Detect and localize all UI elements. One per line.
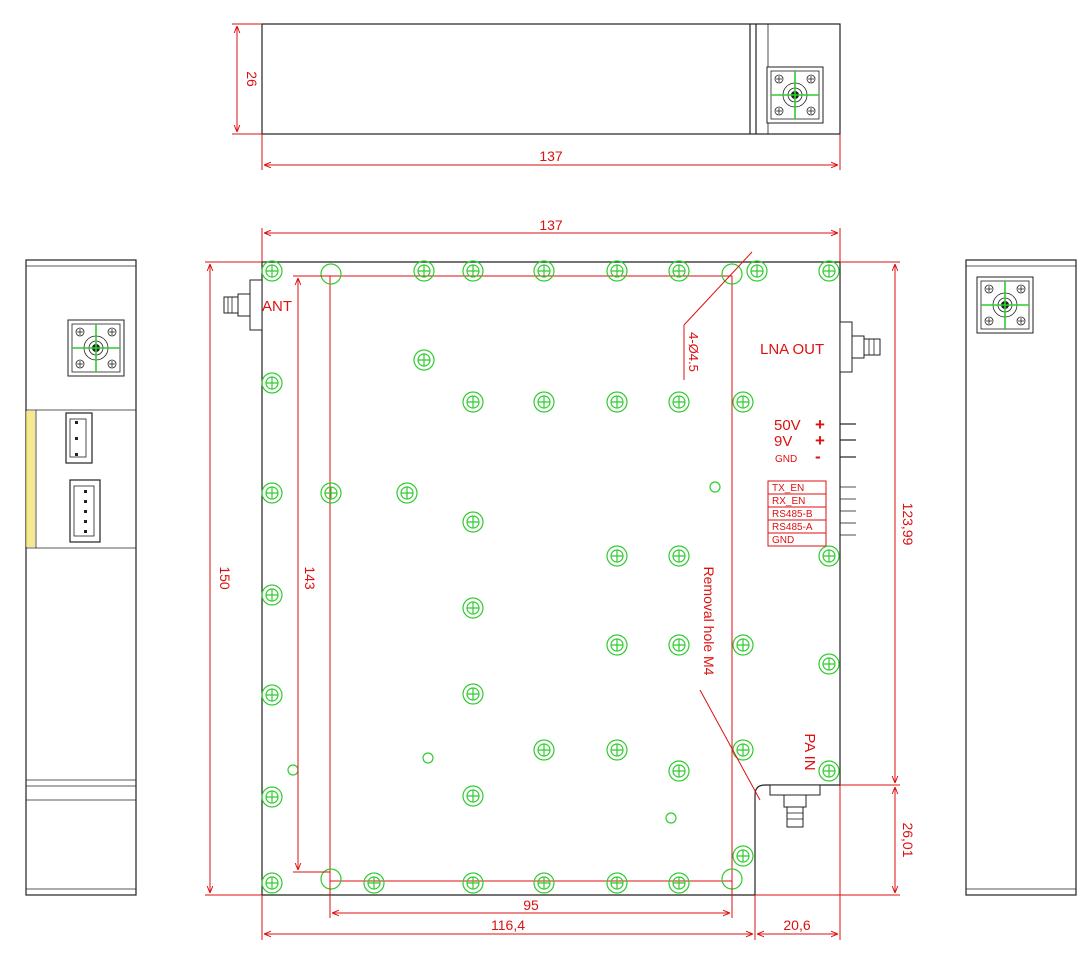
- lna-out-connector: [839, 321, 881, 373]
- pa-in-connector: [769, 784, 821, 828]
- screw-hole: [413, 349, 435, 371]
- screw-hole: [606, 391, 628, 413]
- signal-header: [69, 479, 101, 543]
- screw-hole: [462, 683, 484, 705]
- dim-top-height: 26: [244, 71, 260, 87]
- screw-hole: [363, 872, 385, 894]
- screw-hole: [396, 482, 418, 504]
- power-9v-sign: +: [815, 431, 825, 450]
- screw-hole: [413, 260, 435, 282]
- mounting-hole: [320, 263, 342, 285]
- screw-hole: [533, 391, 555, 413]
- connector-left-view: [67, 319, 125, 377]
- screw-hole: [533, 739, 555, 761]
- front-view-body: [261, 261, 841, 896]
- screw-hole: [533, 260, 555, 282]
- screw-hole: [533, 872, 555, 894]
- dim-inner-height: 143: [302, 566, 318, 590]
- dim-top-width: 137: [539, 148, 563, 164]
- screw-hole: [606, 739, 628, 761]
- signal-pin-table: TX_EN RX_EN RS485-B RS485-A GND: [767, 480, 856, 547]
- lna-out-label: LNA OUT: [760, 341, 824, 358]
- screw-hole: [320, 482, 342, 504]
- pin-rs485-a: RS485-A: [772, 522, 813, 533]
- connector-right-view: [976, 276, 1034, 334]
- pin-rx-en: RX_EN: [772, 496, 805, 507]
- ant-connector: [223, 279, 263, 331]
- screw-hole: [668, 634, 690, 656]
- mounting-hole: [287, 764, 299, 776]
- ant-label: ANT: [262, 298, 292, 315]
- screw-hole: [462, 872, 484, 894]
- screw-hole: [606, 260, 628, 282]
- dim-front-width: 137: [539, 217, 563, 233]
- pa-in-label: PA IN: [801, 733, 818, 770]
- screw-hole: [732, 391, 754, 413]
- connector-top-view: [766, 66, 824, 124]
- screw-hole: [261, 372, 283, 394]
- screw-hole: [668, 545, 690, 567]
- power-50v-sign: +: [815, 415, 825, 434]
- left-side-view: [25, 259, 137, 896]
- screw-hole: [462, 391, 484, 413]
- mounting-hole: [320, 868, 342, 890]
- pin-gnd: GND: [772, 535, 794, 546]
- top-view: 26 137: [232, 23, 841, 170]
- screw-hole: [818, 545, 840, 567]
- screw-hole: [261, 584, 283, 606]
- screw-hole: [818, 760, 840, 782]
- dim-bottom-left: 116,4: [491, 917, 525, 933]
- dim-bottom-right: 20,6: [783, 917, 810, 933]
- dim-right-low: 26,01: [900, 822, 916, 857]
- front-view: ANT LNA OUT PA IN 50V + 9V +: [205, 217, 916, 940]
- screw-hole: [462, 511, 484, 533]
- screw-hole: [606, 545, 628, 567]
- screw-hole: [261, 786, 283, 808]
- inner-cavity: [329, 275, 733, 882]
- screw-hole: [668, 760, 690, 782]
- screw-hole: [261, 482, 283, 504]
- screw-hole: [462, 597, 484, 619]
- screw-hole: [261, 260, 283, 282]
- accent-strip: [26, 411, 35, 547]
- power-header: [65, 412, 93, 464]
- dim-bottom-inner: 95: [523, 897, 539, 913]
- screw-hole: [732, 634, 754, 656]
- pin-rs485-b: RS485-B: [772, 509, 813, 520]
- removal-note: Removal hole M4: [701, 567, 717, 676]
- mounting-hole: [422, 752, 434, 764]
- power-9v-label: 9V: [774, 433, 792, 450]
- screw-hole: [746, 260, 768, 282]
- power-50v-label: 50V: [774, 417, 801, 434]
- screw-hole: [668, 872, 690, 894]
- screw-hole: [261, 684, 283, 706]
- right-side-view: [965, 259, 1077, 896]
- screw-hole: [818, 653, 840, 675]
- screw-hole: [261, 872, 283, 894]
- screw-hole: [668, 260, 690, 282]
- power-terminals: 50V + 9V + GND -: [774, 415, 856, 466]
- screw-hole: [462, 260, 484, 282]
- pin-tx-en: TX_EN: [772, 483, 804, 494]
- power-gnd-label: GND: [775, 454, 797, 465]
- dim-front-height: 150: [217, 566, 233, 590]
- screw-hole: [668, 391, 690, 413]
- screw-hole: [606, 634, 628, 656]
- screw-hole: [818, 260, 840, 282]
- mounting-hole: [665, 812, 677, 824]
- screw-hole: [462, 785, 484, 807]
- screw-holes: [261, 260, 840, 894]
- mounting-hole: [709, 481, 721, 493]
- mounting-hole: [721, 263, 743, 285]
- holes-note: 4-Ø4.5: [686, 332, 701, 372]
- screw-hole: [606, 872, 628, 894]
- screw-hole: [732, 845, 754, 867]
- dim-right-height: 123,99: [900, 503, 916, 546]
- top-view-body: [261, 23, 841, 135]
- power-gnd-sign: -: [815, 447, 821, 466]
